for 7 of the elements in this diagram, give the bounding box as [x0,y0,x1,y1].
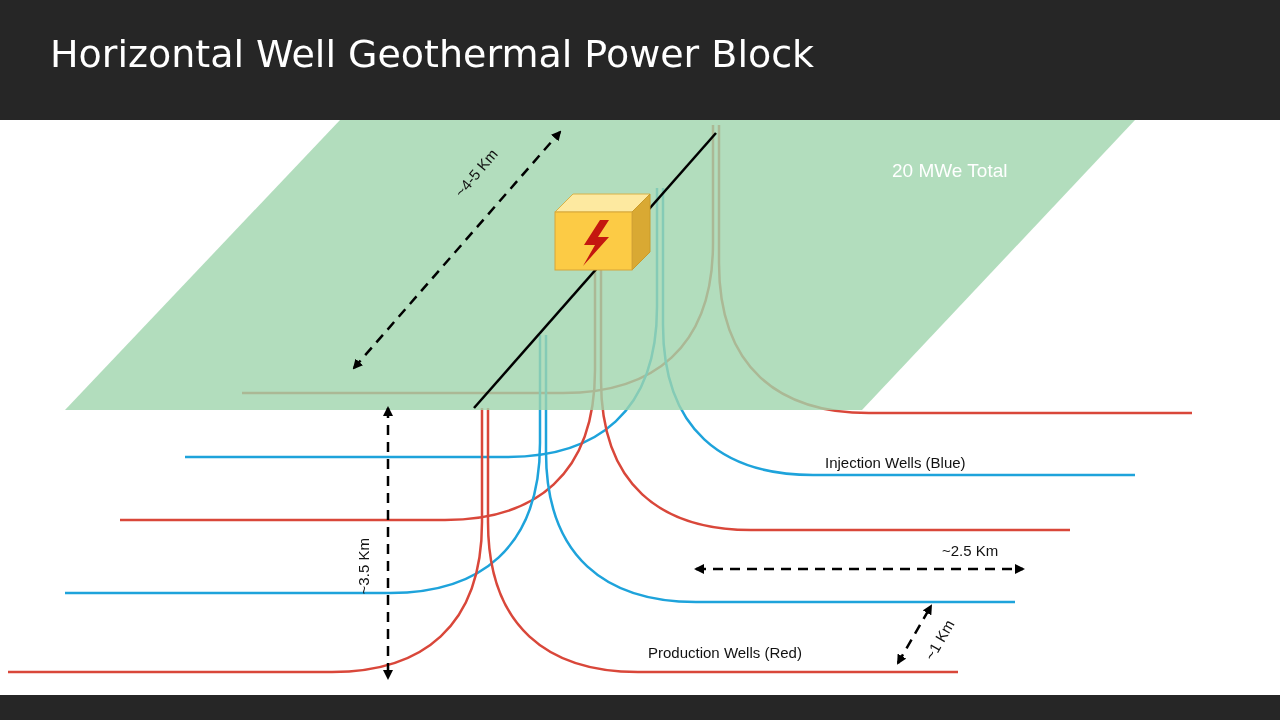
dimension-label: ~1 Km [921,617,958,664]
total-output-label: 20 MWe Total [892,161,1008,182]
well-type-label: Injection Wells (Blue) [825,455,966,472]
well-type-label: Production Wells (Red) [648,645,802,662]
dimension-label: ~3.5 Km [355,538,373,595]
slide-title: Horizontal Well Geothermal Power Block [50,34,815,76]
dimension-label: ~2.5 Km [942,543,999,560]
